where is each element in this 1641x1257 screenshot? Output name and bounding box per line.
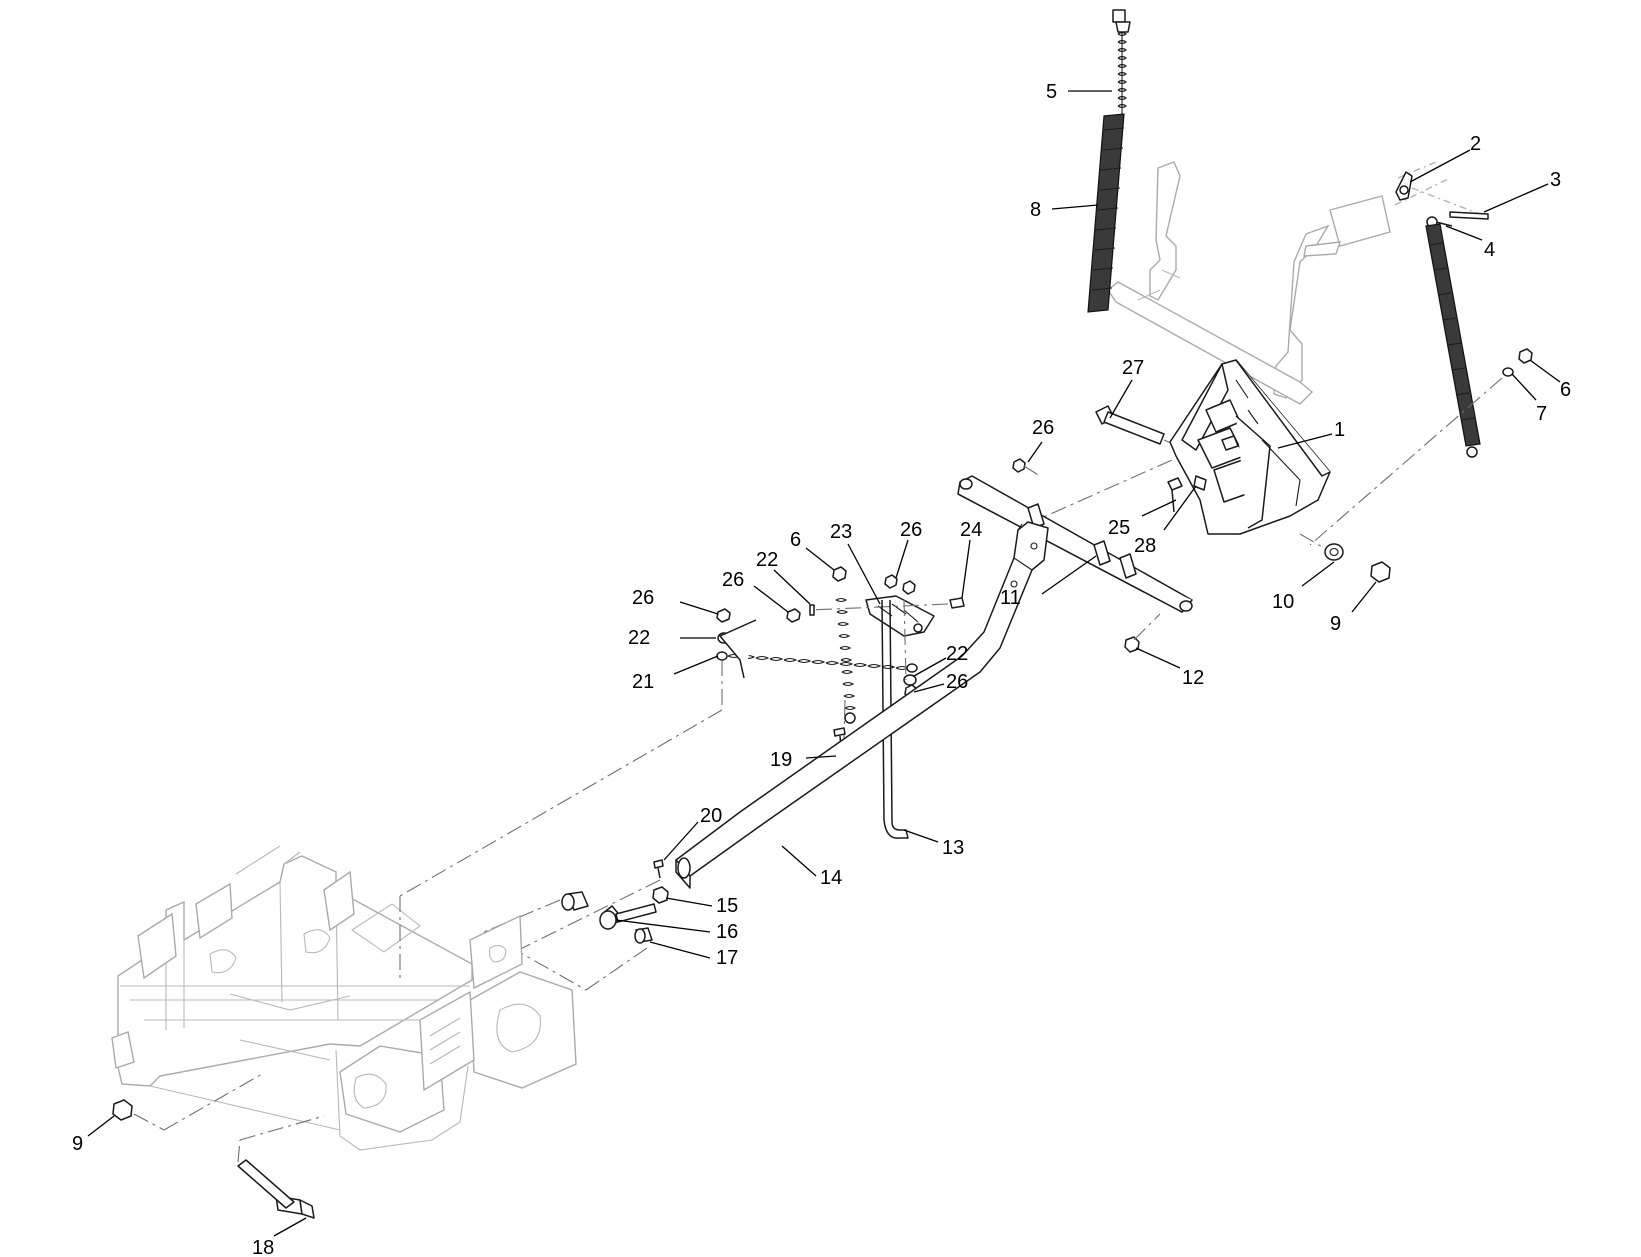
callout-26: 26	[900, 519, 922, 541]
bracket-1	[1169, 359, 1331, 535]
callout-labels: 5 8 2 3 4 27 6 7 1 26 25 28 23 26 24 22 …	[72, 81, 1571, 1257]
callout-17: 17	[716, 947, 738, 969]
nut-9-left	[112, 1099, 133, 1121]
ghost-tractor-frame	[111, 845, 577, 1151]
callout-6: 6	[1560, 379, 1571, 401]
callout-12: 12	[1182, 667, 1204, 689]
callout-10: 10	[1272, 591, 1294, 613]
cotter-4	[1435, 221, 1453, 227]
callout-9: 9	[1330, 613, 1341, 635]
callout-8: 8	[1030, 199, 1041, 221]
callout-15: 15	[716, 895, 738, 917]
callout-13: 13	[942, 837, 964, 859]
washer-10	[1324, 543, 1344, 561]
bushing-16	[561, 891, 657, 930]
callout-18: 18	[252, 1237, 274, 1257]
nut-6-right	[1518, 348, 1533, 364]
tube-14	[675, 521, 1049, 889]
callout-25: 25	[1108, 517, 1130, 539]
nut-26-chain-b	[902, 580, 916, 595]
callout-4: 4	[1484, 239, 1495, 261]
bolt-12	[1124, 613, 1161, 653]
callout-22: 22	[756, 549, 778, 571]
ghost-lift-arm-assembly	[1107, 161, 1491, 405]
callout-3: 3	[1550, 169, 1561, 191]
spring-8	[1087, 113, 1125, 313]
spacer-28	[1193, 475, 1207, 491]
callout-11: 11	[1000, 587, 1021, 609]
callout-23: 23	[830, 521, 852, 543]
nut-26-left	[716, 608, 731, 623]
callout-14: 14	[820, 867, 842, 889]
callout-26: 26	[722, 569, 744, 591]
bolt-25	[1167, 477, 1183, 513]
callout-27: 27	[1122, 357, 1144, 379]
nut-6-middle	[832, 566, 847, 582]
spacer-15	[652, 886, 669, 904]
callout-26: 26	[946, 671, 968, 693]
spring-right	[1425, 216, 1481, 458]
pin-3	[1449, 211, 1489, 220]
callout-19: 19	[770, 749, 792, 771]
washer-22-right	[903, 674, 917, 686]
pedal-bracket-23	[865, 595, 935, 637]
bolt-24	[809, 597, 965, 611]
upper-chain-5	[1112, 9, 1131, 116]
callout-26: 26	[1032, 417, 1054, 439]
callout-7: 7	[1536, 403, 1547, 425]
washer-7	[1502, 367, 1514, 377]
bolt-19	[833, 727, 846, 761]
callout-28: 28	[1134, 535, 1156, 557]
callout-20: 20	[700, 805, 722, 827]
nut-26-left-chain	[786, 608, 801, 623]
callout-2: 2	[1470, 133, 1481, 155]
nut-9-right	[1370, 561, 1391, 583]
callout-22: 22	[946, 643, 968, 665]
bolt-18	[237, 1159, 315, 1219]
callout-24: 24	[960, 519, 982, 541]
cross-bar-11	[957, 475, 1193, 613]
leader-lines	[87, 90, 1561, 1237]
nut-26-upper	[1012, 458, 1041, 477]
callout-1: 1	[1334, 419, 1345, 441]
spacer-17	[634, 927, 653, 944]
callout-6: 6	[790, 529, 801, 551]
callout-26: 26	[632, 587, 654, 609]
callout-16: 16	[716, 921, 738, 943]
spacer-22-chain	[809, 604, 815, 616]
vertical-chain	[835, 597, 857, 724]
callout-21: 21	[632, 671, 654, 693]
clevis-2	[1395, 171, 1413, 201]
nut-26-chain-a	[884, 574, 898, 589]
callout-5: 5	[1046, 81, 1057, 103]
callout-9: 9	[72, 1133, 83, 1155]
callout-22: 22	[628, 627, 650, 649]
